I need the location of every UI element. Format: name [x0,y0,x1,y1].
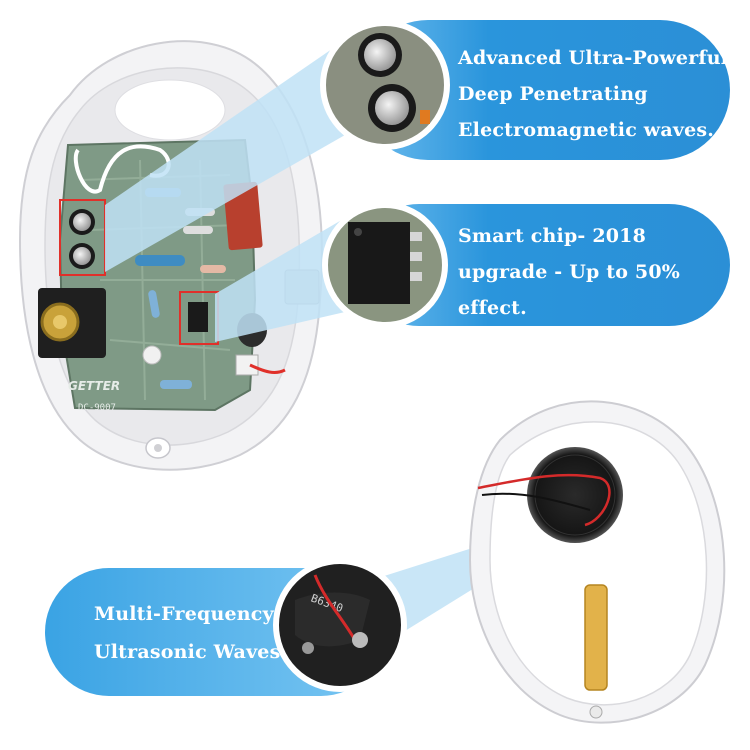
zoom-circle-capacitors [320,20,450,150]
callout-electromagnetic-line3: Electromagnetic waves. [458,119,715,141]
callout-ultrasonic-text: Multi-Frequency Ultrasonic Waves. [94,595,287,671]
callout-chip [322,202,730,328]
callout-chip-line3: effect. [458,297,527,319]
ic-chip [188,302,208,332]
callout-chip-line2: upgrade - Up to 50% [458,261,681,283]
device-back-speaker [468,400,726,724]
speaker [527,447,623,543]
callout-electromagnetic-line2: Deep Penetrating [458,83,648,105]
piezo-strip [584,584,608,691]
resistor [135,255,185,266]
film-capacitor [223,181,263,251]
callout-electromagnetic [320,20,730,160]
callout-ultrasonic: B6340 [45,558,407,696]
callout-electromagnetic-line1: Advanced Ultra-Powerful [458,47,729,69]
beam-capacitors [105,40,345,272]
callout-ultrasonic-line2: Ultrasonic Waves. [94,641,288,663]
callout-chip-text: Smart chip- 2018 upgrade - Up to 50% eff… [458,218,680,326]
board-model: DC-9007 [78,403,116,413]
callout-chip-line1: Smart chip- 2018 [458,225,647,247]
beam-chip [215,218,345,342]
callout-electromagnetic-text: Advanced Ultra-Powerful Deep Penetrating… [458,40,728,148]
callout-ultrasonic-line1: Multi-Frequency [94,603,274,625]
board-brand: GETTER [68,379,120,393]
device-top-dome [114,79,226,141]
